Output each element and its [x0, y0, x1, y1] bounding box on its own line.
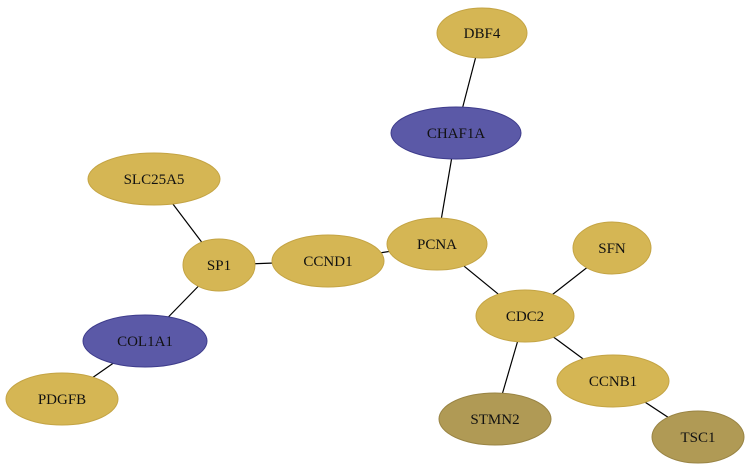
- node-ellipse: [436, 7, 528, 59]
- node-label: TSC1: [680, 430, 715, 446]
- node-label: PDGFB: [38, 392, 86, 408]
- node-ellipse: [82, 314, 208, 368]
- node-ccnd1[interactable]: CCND1: [271, 234, 385, 288]
- node-ellipse: [386, 217, 488, 271]
- node-ellipse: [5, 372, 119, 426]
- node-dbf4[interactable]: DBF4: [436, 7, 528, 59]
- node-label: DBF4: [464, 26, 501, 42]
- node-sp1[interactable]: SP1: [182, 238, 256, 292]
- node-label: SLC25A5: [124, 172, 185, 188]
- node-ellipse: [182, 238, 256, 292]
- node-chaf1a[interactable]: CHAF1A: [390, 106, 522, 160]
- node-label: COL1A1: [117, 334, 173, 350]
- node-stmn2[interactable]: STMN2: [438, 392, 552, 446]
- node-sfn[interactable]: SFN: [572, 221, 652, 275]
- node-slc25a5[interactable]: SLC25A5: [87, 152, 221, 206]
- node-label: STMN2: [470, 412, 519, 428]
- node-label: CCND1: [303, 254, 352, 270]
- node-label: CHAF1A: [427, 126, 486, 142]
- node-ellipse: [390, 106, 522, 160]
- node-col1a1[interactable]: COL1A1: [82, 314, 208, 368]
- node-ellipse: [271, 234, 385, 288]
- node-label: PCNA: [417, 237, 457, 253]
- node-tsc1[interactable]: TSC1: [651, 410, 745, 464]
- node-ellipse: [651, 410, 745, 464]
- node-ellipse: [87, 152, 221, 206]
- node-pdgfb[interactable]: PDGFB: [5, 372, 119, 426]
- node-pcna[interactable]: PCNA: [386, 217, 488, 271]
- node-ellipse: [556, 354, 670, 408]
- node-cdc2[interactable]: CDC2: [475, 289, 575, 343]
- node-ellipse: [475, 289, 575, 343]
- node-label: SFN: [598, 241, 626, 257]
- node-ccnb1[interactable]: CCNB1: [556, 354, 670, 408]
- node-label: CDC2: [506, 309, 544, 325]
- node-label: SP1: [207, 258, 231, 274]
- node-ellipse: [572, 221, 652, 275]
- node-ellipse: [438, 392, 552, 446]
- node-label: CCNB1: [589, 374, 637, 390]
